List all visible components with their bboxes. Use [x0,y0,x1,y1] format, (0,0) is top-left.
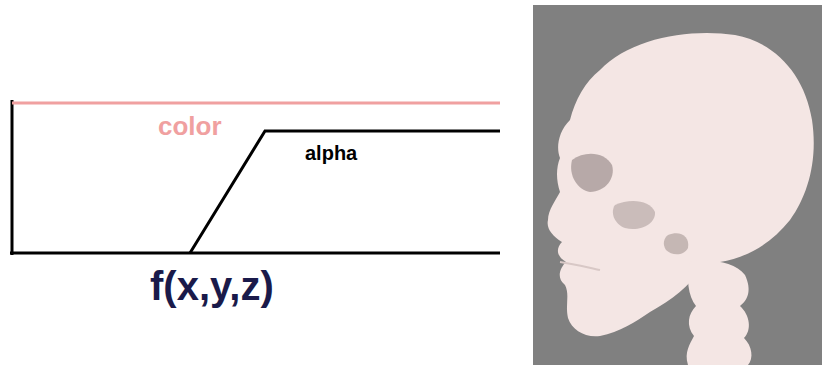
skull-silhouette [548,33,814,365]
y-axis [11,100,14,255]
teeth-line [560,262,600,270]
render-background [533,5,822,365]
color-label: color [158,113,222,139]
x-axis [10,252,500,255]
axis-label: f(x,y,z) [150,266,274,306]
eye-socket [571,154,613,192]
alpha-curve [190,131,500,253]
cheek-opening [613,201,655,229]
color-curve [12,102,500,105]
alpha-label: alpha [305,143,357,163]
jaw-opening [664,233,688,254]
